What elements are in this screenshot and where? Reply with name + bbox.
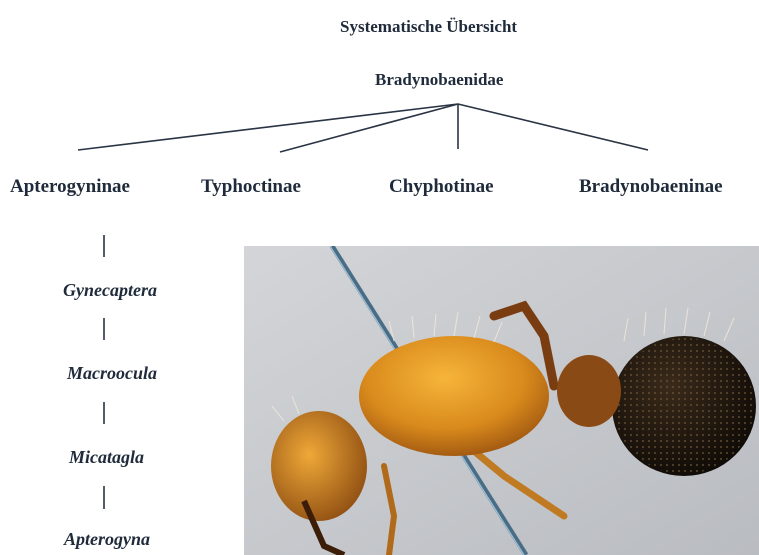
genus-micatagla: Micatagla (69, 447, 144, 468)
genus-gynecaptera: Gynecaptera (63, 280, 157, 301)
subfamily-bradynobaeninae: Bradynobaeninae (579, 176, 723, 198)
genus-macroocula: Macroocula (67, 363, 157, 384)
branch-apterogyninae (78, 104, 458, 150)
branch-bradynobaeninae (458, 104, 648, 150)
genus-apterogyna: Apterogyna (64, 529, 150, 550)
subfamily-typhoctinae: Typhoctinae (201, 176, 301, 198)
subfamily-apterogyninae: Apterogyninae (10, 176, 130, 198)
ant-specimen-photo (244, 246, 759, 555)
branch-typhoctinae (280, 104, 458, 152)
subfamily-chyphotinae: Chyphotinae (389, 176, 494, 198)
